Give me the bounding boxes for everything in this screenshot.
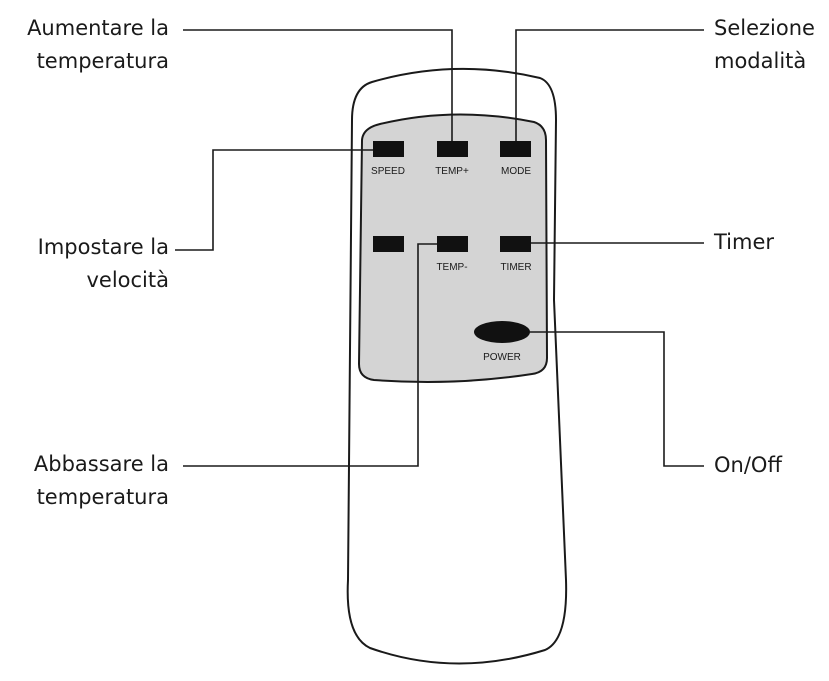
temp-up-label: TEMP+ [435,166,469,177]
callout-mode-select: Selezione modalità [714,12,815,78]
temp-down-button[interactable] [437,236,468,252]
mode-button[interactable] [500,141,531,157]
callout-on-off-line1: On/Off [714,453,782,477]
leader-on-off [530,331,704,467]
leader-set-speed [175,149,373,251]
unlabeled-button[interactable] [373,236,404,252]
temp-up-button[interactable] [437,141,468,157]
leader-mode-select [515,29,704,141]
timer-label: TIMER [500,262,531,273]
speed-button[interactable] [373,141,404,157]
temp-down-label: TEMP- [436,262,467,273]
power-label: POWER [483,352,521,363]
callout-on-off: On/Off [714,449,782,482]
callout-decrease-temp-line2: temperatura [36,485,169,509]
callout-increase-temp: Aumentare la temperatura [27,12,169,78]
callout-decrease-temp: Abbassare la temperatura [34,448,169,514]
callout-increase-temp-line1: Aumentare la [27,16,169,40]
leader-decrease-temp [183,243,437,467]
callout-set-speed-line1: Impostare la [37,235,169,259]
timer-button[interactable] [500,236,531,252]
mode-label: MODE [501,166,531,177]
callout-mode-select-line1: Selezione [714,16,815,40]
leader-increase-temp [183,29,453,141]
callout-decrease-temp-line1: Abbassare la [33,452,169,476]
callout-set-speed-line2: velocità [86,268,169,292]
callout-increase-temp-line2: temperatura [36,49,169,73]
speed-label: SPEED [371,166,405,177]
power-button[interactable] [474,321,530,343]
callout-mode-select-line2: modalità [714,49,807,73]
callout-timer-line1: Timer [714,230,775,254]
callout-set-speed: Impostare la velocità [38,231,169,297]
callout-timer: Timer [714,226,774,259]
